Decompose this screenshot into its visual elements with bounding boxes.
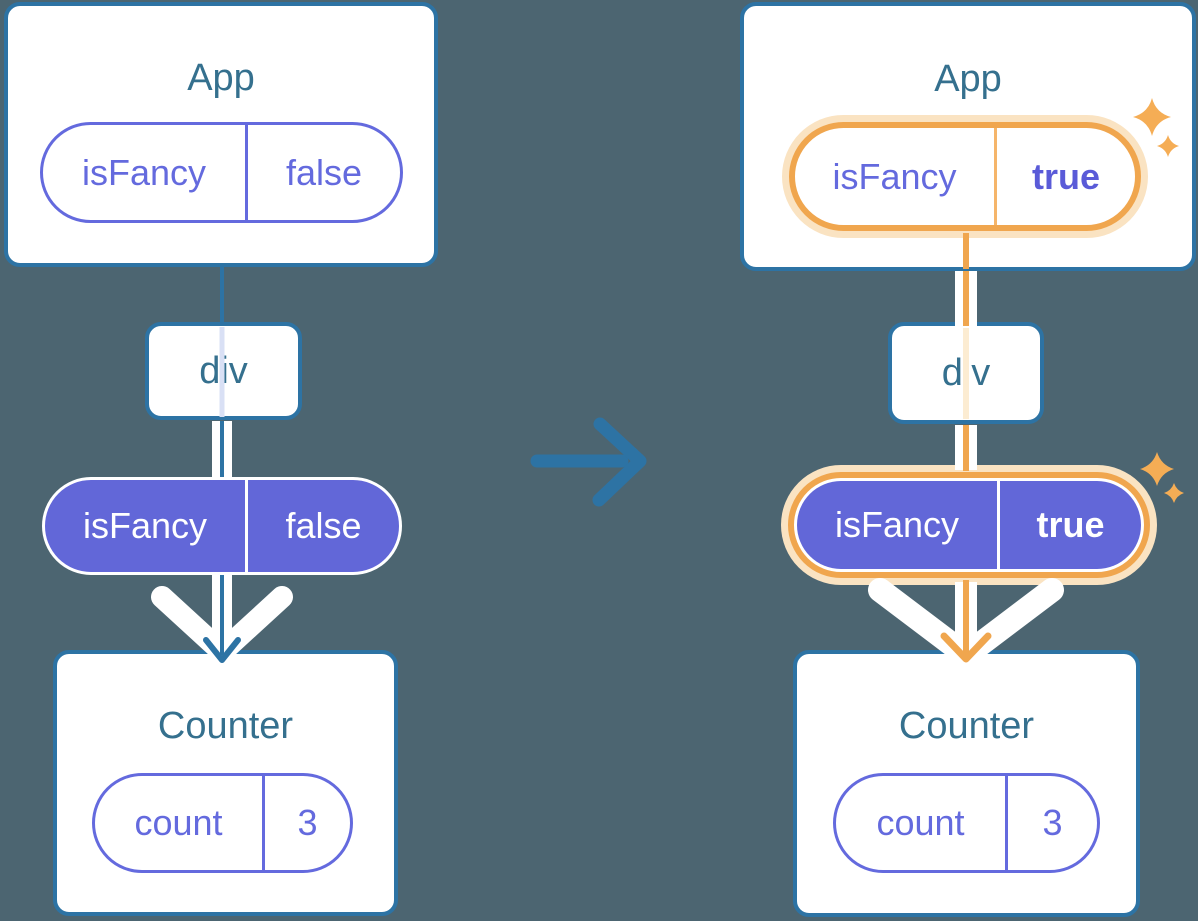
- before-counter-state-pill: count 3: [92, 773, 353, 873]
- prop-value-cell: false: [285, 505, 362, 546]
- prop-value-cell: false: [285, 151, 363, 193]
- after-passed-prop-pill-highlighted: isFancy true: [788, 472, 1150, 578]
- after-counter-state-pill: count 3: [833, 773, 1100, 873]
- state-name-cell: count: [95, 776, 265, 870]
- after-app-title: App: [934, 58, 1002, 100]
- state-value-cell: 3: [1042, 802, 1063, 843]
- state-value-cell: 3: [297, 802, 318, 843]
- before-counter-title: Counter: [157, 705, 294, 747]
- prop-name-cell: isFancy: [45, 480, 248, 572]
- before-app-prop-pill: isFancy false: [40, 122, 403, 223]
- after-counter-title: Counter: [898, 705, 1035, 747]
- prop-name-cell: isFancy: [795, 128, 997, 225]
- prop-value-cell: true: [1031, 155, 1100, 197]
- prop-name-cell: isFancy: [43, 125, 248, 220]
- prop-value-cell: true: [1036, 504, 1105, 545]
- before-passed-prop-pill: isFancy false: [42, 477, 402, 575]
- before-app-title: App: [187, 57, 255, 99]
- prop-name-cell: isFancy: [797, 481, 1000, 569]
- state-name-cell: count: [836, 776, 1008, 870]
- after-app-prop-pill-highlighted: isFancy true: [789, 122, 1141, 231]
